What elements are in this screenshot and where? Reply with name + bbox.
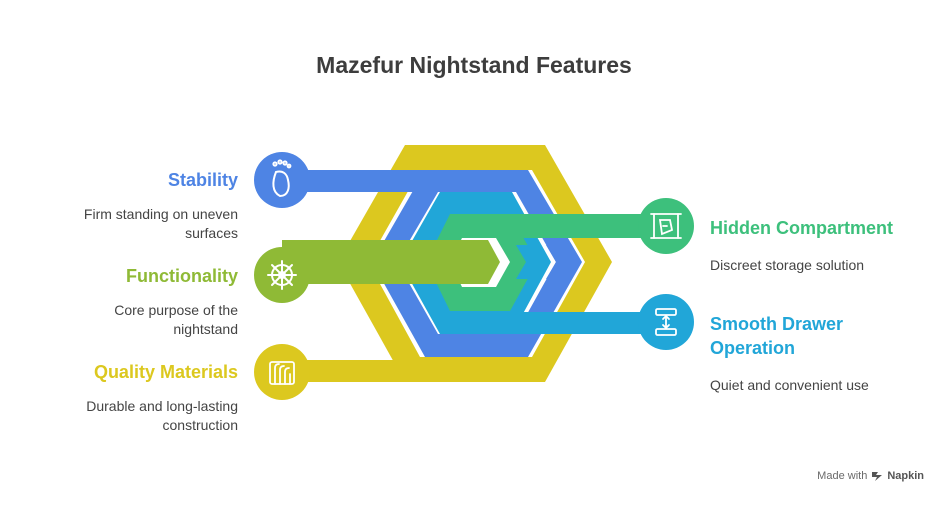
quality-materials-description-line-1: Durable and long-lasting: [86, 398, 238, 414]
wood-grain-icon: [269, 361, 295, 385]
hidden-compartment-band: [426, 214, 537, 311]
cyan-chevron: [516, 245, 540, 279]
smooth-drawer-label: Smooth Drawer Operation: [710, 312, 925, 360]
made-with-napkin-credit: Made with Napkin: [817, 470, 924, 482]
diagram-title: Mazefur Nightstand Features: [316, 52, 632, 78]
ship-wheel-icon: [267, 260, 297, 290]
stability-description-line-1: Firm standing on uneven: [83, 206, 238, 222]
stability-description: Firm standing on uneven surfaces: [40, 205, 238, 243]
stability-connector: [282, 170, 432, 192]
drawer-slide-icon: [655, 308, 677, 336]
napkin-logo-icon: [872, 472, 883, 481]
credit-brand: Napkin: [887, 470, 924, 482]
stability-description-line-2: surfaces: [185, 225, 238, 241]
functionality-description: Core purpose of the nightstand: [40, 301, 238, 339]
smooth-drawer-description: Quiet and convenient use: [710, 376, 925, 395]
hidden-compartment-label: Hidden Compartment: [710, 218, 894, 238]
smooth-drawer-label-line-2: Operation: [710, 338, 796, 358]
stability-band: [372, 170, 582, 357]
stability-label: Stability: [167, 170, 238, 190]
quality-materials-icon-badge: [254, 344, 310, 400]
functionality-label: Functionality: [126, 266, 238, 286]
quality-materials-description: Durable and long-lasting construction: [40, 397, 238, 435]
quality-materials-connector: [282, 360, 412, 382]
hidden-compartment-description: Discreet storage solution: [710, 256, 925, 275]
smooth-drawer-label-line-1: Smooth Drawer: [710, 314, 844, 334]
credit-prefix: Made with: [817, 470, 868, 482]
secret-compartment-icon: [650, 213, 682, 239]
smooth-drawer-description-line-1: Quiet and convenient use: [710, 377, 869, 393]
stability-icon-badge: [254, 152, 310, 208]
hidden-compartment-description-line-1: Discreet storage solution: [710, 257, 865, 273]
quality-materials-label: Quality Materials: [93, 362, 238, 382]
functionality-description-line-2: nightstand: [173, 321, 238, 337]
smooth-drawer-connector: [490, 312, 668, 334]
functionality-description-line-1: Core purpose of the: [114, 302, 238, 318]
footprint-icon: [272, 159, 292, 198]
quality-materials-description-line-2: construction: [162, 417, 238, 433]
blue-chevron: [546, 245, 570, 279]
functionality-core: [282, 240, 500, 284]
